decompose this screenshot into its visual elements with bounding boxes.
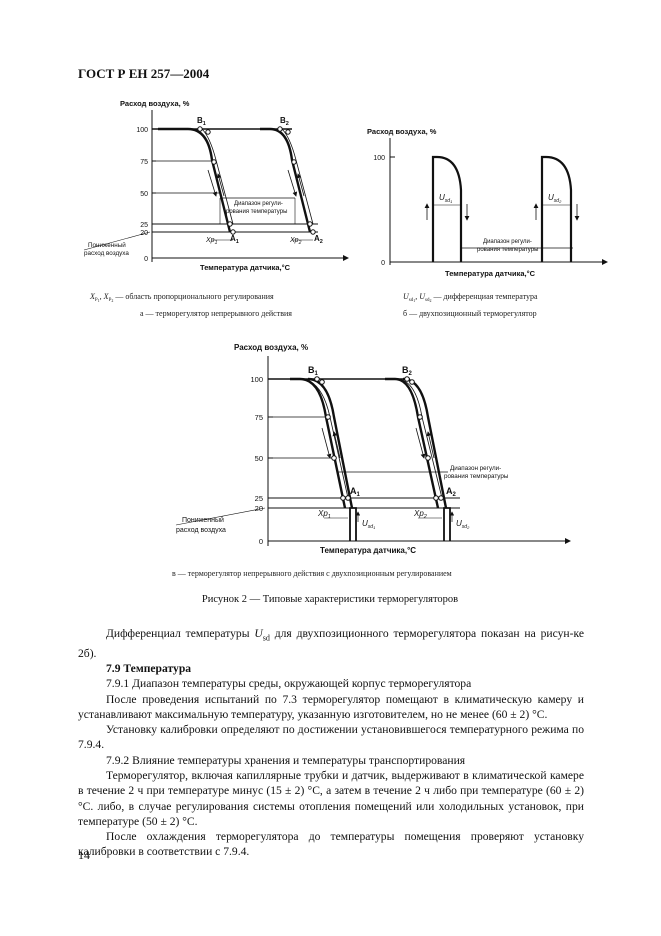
chart-b-usd2: Usd2 [548,193,562,204]
chart-b-range-label-2: рования температуры [477,247,538,253]
chart-c-range-label-1: Диапазон регули- [450,465,501,472]
chart-b-step-2 [540,155,573,262]
chart-a-caption-2: а — терморегулятор непрерывного действия [140,309,292,318]
chart-a-reduced-flow-2: расход воздуха [84,250,129,257]
chart-b-ytick-0: 0 [381,260,385,267]
chart-a-ytick-25: 25 [140,222,148,229]
chart-a-curve-2 [260,127,312,233]
figure-c-combined-thermostat: Расход воздуха, % 100 75 50 25 20 0 Диап… [172,343,571,578]
paragraph-7: После охлаждения терморегулятора до темп… [78,830,584,859]
chart-c-xlabel: Температура датчика,°С [320,546,416,555]
chart-c-label-b1: B1 [308,365,319,377]
paragraph-1: Дифференциал температуры Usd для двухпоз… [78,627,584,660]
chart-a-curve-1 [158,127,232,233]
chart-a-range-label-1: Диапазон регули- [234,201,283,207]
chart-c-curve-1b [307,377,354,509]
figure-caption-wrap: Рисунок 2 — Типовые характеристики термо… [202,594,458,605]
chart-c-curve-2a [385,377,440,509]
figure-b-two-position-thermostat: Расход воздуха, % 100 0 Usd1 Usd2 Диапаз… [367,127,608,318]
chart-a-ylabel: Расход воздуха, % [120,99,190,108]
chart-c-ylabel: Расход воздуха, % [234,343,308,352]
figure-a-continuous-thermostat: Расход воздуха, % 100 75 50 25 20 0 Диап… [83,99,349,318]
chart-c-xp1: Xp1 [317,509,331,520]
chart-a-xp1: Xp1 [205,237,218,246]
chart-c-usd2: Usd2 [456,519,470,530]
chart-b-xlabel: Температура датчика,°С [445,269,536,278]
chart-b-range-label-1: Диапазон регули- [483,239,532,245]
document-header: ГОСТ Р ЕН 257—2004 [78,66,210,81]
chart-b-caption-1: Usd1, Usd2 — дифференциая температура [403,292,538,303]
chart-b-usd1: Usd1 [439,193,452,204]
section-heading-7-9: 7.9 Температура [106,661,192,675]
chart-a-range-label-2: рования температуры [226,209,287,215]
paragraph-3: После проведения испытаний по 7.3 термор… [78,692,584,721]
paragraph-7-9-1: 7.9.1 Диапазон температуры среды, окружа… [106,677,472,691]
chart-c-label-a2: A2 [446,486,457,498]
chart-c-ytick-75: 75 [255,413,263,422]
chart-a-ytick-75: 75 [140,159,148,166]
chart-c-ytick-100: 100 [250,375,263,384]
chart-c-label-a1: A1 [350,486,361,498]
chart-a-ytick-100: 100 [136,127,148,134]
chart-c-ytick-20: 20 [255,504,263,513]
chart-a-xp2: Xp2 [289,237,302,246]
chart-a-ytick-0: 0 [144,256,148,263]
paragraph-4: Установку калибровки определяют по дости… [78,723,584,752]
paragraph-6: Терморегулятор, включая капиллярные труб… [78,768,584,828]
chart-a-label-b2: B2 [280,116,289,127]
chart-c-ytick-50: 50 [255,454,263,463]
body-text: Дифференциал температуры Usd для двухпоз… [78,626,584,860]
chart-a-ytick-50: 50 [140,191,148,198]
chart-b-ytick-100: 100 [373,155,385,162]
chart-c-xp2: Xp2 [413,509,427,520]
chart-c-caption: в — терморегулятор непрерывного действия… [172,569,452,578]
chart-c-ytick-25: 25 [255,494,263,503]
chart-b-ylabel: Расход воздуха, % [367,127,437,136]
page-number: 14 [78,848,90,862]
chart-a-caption-1: XP1, XP2 — область пропорционального рег… [89,292,274,303]
chart-b-caption-2: б — двухпозиционный терморегулятор [403,309,537,318]
chart-c-reduced-flow-2: расход воздуха [176,527,226,534]
chart-c-range-label-2: рования температуры [444,473,509,480]
chart-a-label-a2: A2 [314,234,323,245]
chart-a-label-a1: A1 [230,234,239,245]
paragraph-7-9-2: 7.9.2 Влияние температуры хранения и тем… [106,753,466,767]
chart-c-label-b2: B2 [402,365,413,377]
figure-caption: Рисунок 2 — Типовые характеристики термо… [202,594,458,605]
chart-c-usd1: Usd1 [362,519,375,530]
chart-a-reduced-flow-1: Пониженный [88,241,126,249]
chart-b-step-1 [431,155,463,262]
chart-c-ytick-0: 0 [259,537,263,546]
chart-a-label-b1: B1 [197,116,206,127]
chart-a-xlabel: Температура датчика,°С [200,263,291,272]
